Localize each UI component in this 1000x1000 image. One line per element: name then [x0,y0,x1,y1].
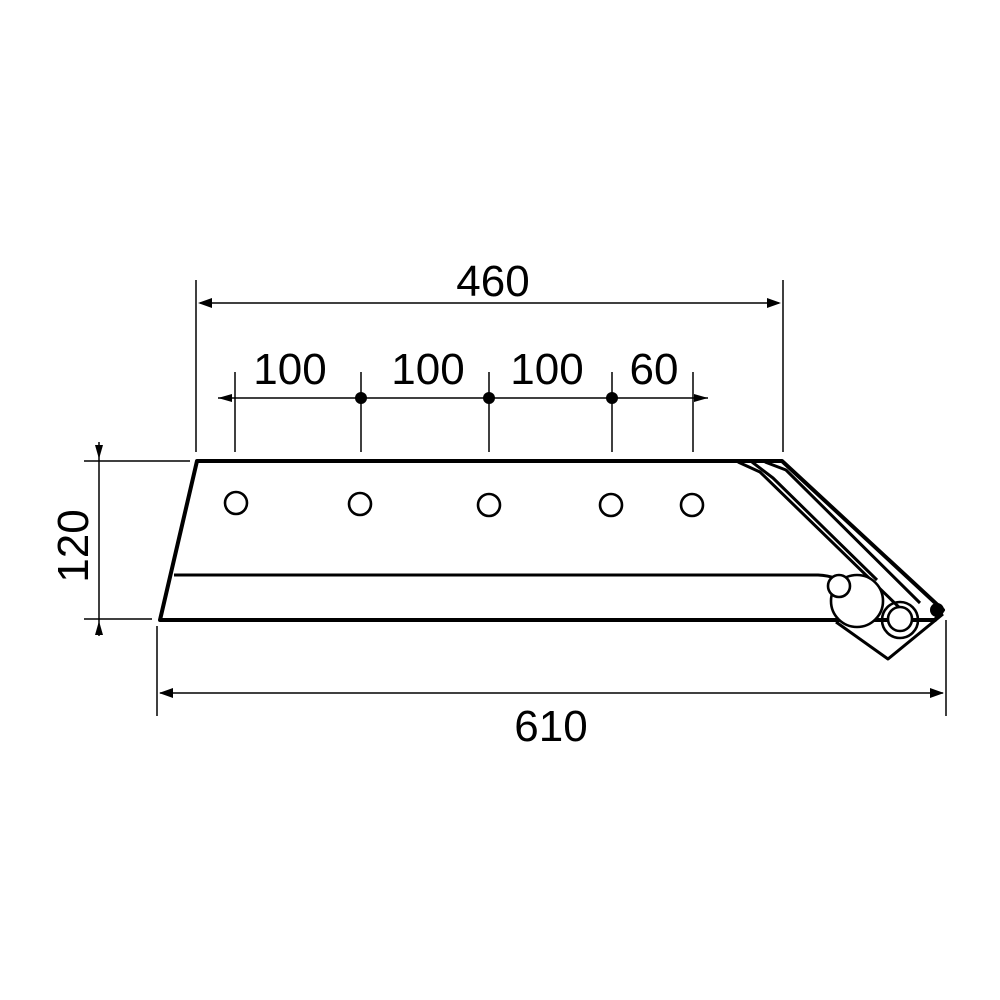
spacing-label-2: 100 [391,345,464,394]
dimension-label-460: 460 [456,257,529,306]
heel-strip-outer [737,460,909,617]
bolt-hole-3 [476,492,502,518]
bolt-holes [223,490,705,518]
heel-hole-ring [880,600,920,640]
chain-arrowhead-right [694,394,708,402]
heel-strip-mid [751,460,879,582]
bolt-hole-1 [223,490,249,516]
chain-dot-3 [483,392,495,404]
spacing-label-4: 60 [630,345,679,394]
heel-holes [826,573,920,640]
hole-spacing-chain: 100 100 100 60 [218,345,708,452]
dimension-460: 460 [195,257,784,452]
share-tip [930,603,944,617]
bolt-hole-4 [598,492,624,518]
share-outline [158,459,945,622]
bevel-line [174,573,850,588]
heel-hole-upper [826,573,852,599]
dimension-label-120: 120 [49,509,98,582]
arrowhead-right [767,298,781,308]
chain-dot-4 [606,392,618,404]
dimension-label-610: 610 [514,702,587,751]
bolt-hole-2 [347,491,373,517]
spacing-label-3: 100 [510,345,583,394]
chain-dot-2 [355,392,367,404]
spacing-label-1: 100 [253,345,326,394]
chain-arrowhead-left [218,394,232,402]
height-arrowhead-top [95,445,103,459]
length-arrowhead-left [159,688,173,698]
dimension-120: 120 [49,442,190,636]
lower-bracket [835,612,944,661]
dimension-610: 610 [156,620,947,751]
share-body [158,459,945,661]
arrowhead-left [198,298,212,308]
length-arrowhead-right [930,688,944,698]
heel-strip-inner [764,460,922,605]
bolt-hole-5 [679,492,705,518]
heel-hole-lower [886,605,914,633]
height-arrowhead-bottom [95,621,103,635]
